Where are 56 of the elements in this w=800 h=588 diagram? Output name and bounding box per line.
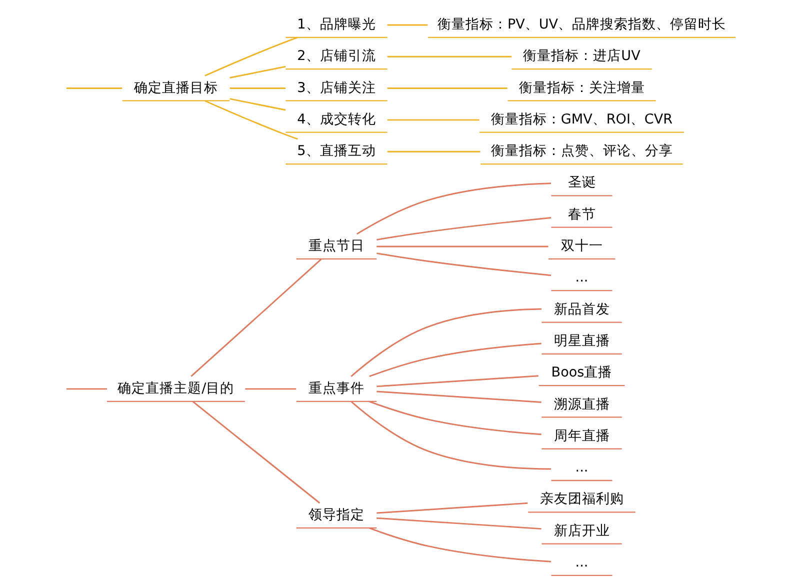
- node-text: ...: [574, 270, 588, 286]
- connector: [386, 88, 507, 90]
- node-text: 明星直播: [553, 332, 610, 349]
- connector: [376, 216, 551, 240]
- node-text: 3、店铺关注: [296, 80, 376, 96]
- node-text: 新品首发: [553, 301, 610, 318]
- connector: [66, 388, 106, 390]
- node-text: ...: [574, 554, 588, 571]
- node-text: ...: [574, 460, 588, 476]
- connector: [368, 342, 541, 378]
- connector: [386, 56, 512, 58]
- node-text: 1、品牌曝光: [296, 16, 376, 32]
- connector: [368, 400, 541, 436]
- connector: [356, 182, 551, 235]
- node-text: 圣诞: [567, 174, 596, 191]
- connector: [350, 400, 550, 470]
- node-text: 衡量指标：PV、UV、品牌搜索指数、停留时长: [436, 16, 726, 32]
- connector: [229, 88, 286, 90]
- node-text: 衡量指标：进店UV: [522, 48, 640, 64]
- node-text: Boos直播: [550, 364, 612, 381]
- node-text: 双十一: [560, 238, 602, 254]
- connector: [204, 100, 298, 140]
- connector: [192, 400, 320, 504]
- node-text: 衡量指标：GMV、ROI、CVR: [490, 111, 672, 128]
- node-text: 亲友团福利购: [539, 491, 624, 508]
- node-text: 新店开业: [553, 522, 610, 539]
- node-text: 春节: [567, 206, 596, 222]
- connector: [229, 66, 286, 78]
- node-text: 重点事件: [308, 380, 364, 396]
- node-text: 领导指定: [308, 507, 364, 524]
- node-text: 确定直播主题/目的: [117, 380, 234, 396]
- connector: [244, 388, 296, 390]
- connector: [386, 119, 479, 121]
- connector: [376, 375, 538, 388]
- connector: [386, 24, 428, 26]
- node-text: 周年直播: [553, 428, 610, 444]
- connector: [368, 527, 551, 562]
- connector: [376, 252, 551, 276]
- node-text: 确定直播目标: [133, 80, 218, 96]
- node-text: 衡量指标：关注增量: [518, 80, 644, 96]
- connector: [350, 308, 541, 377]
- connector: [386, 150, 480, 152]
- node-text: 衡量指标：点赞、评论、分享: [490, 143, 672, 160]
- node-text: 4、成交转化: [296, 111, 376, 128]
- connector: [190, 258, 322, 377]
- node-text: 5、直播互动: [296, 143, 376, 160]
- connector: [376, 246, 548, 248]
- connector: [229, 98, 286, 111]
- node-text: 重点节日: [308, 238, 364, 254]
- connector: [376, 390, 541, 403]
- node-text: 2、店铺引流: [296, 48, 376, 64]
- connector: [66, 88, 122, 90]
- connector: [204, 36, 298, 76]
- connector: [376, 517, 541, 530]
- node-text: 溯源直播: [553, 396, 610, 412]
- connector: [376, 502, 528, 514]
